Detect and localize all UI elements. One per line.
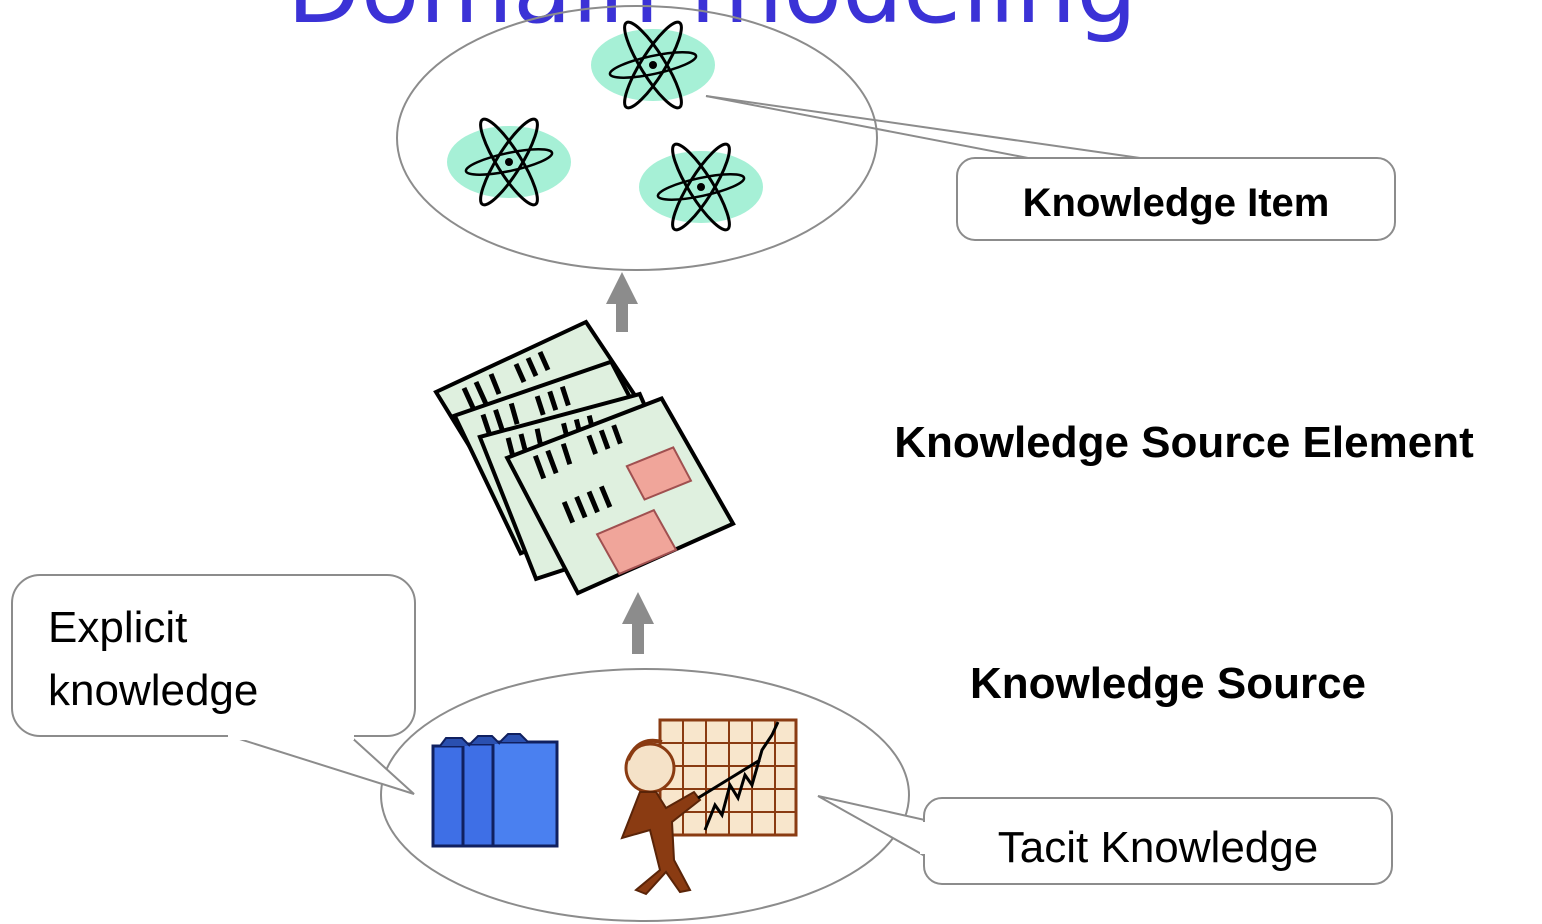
atom-icon [637, 136, 765, 238]
slide-title: Domain modeling [287, 0, 1137, 45]
newspaper-stack-icon [436, 322, 741, 605]
tacit-knowledge-label: Tacit Knowledge [998, 823, 1318, 872]
knowledge-source-group [380, 668, 910, 922]
explicit-knowledge-callout: Explicit knowledge [11, 574, 416, 795]
atom-icon [445, 111, 573, 213]
knowledge-item-ellipse [396, 5, 878, 271]
tacit-knowledge-callout: Tacit Knowledge [817, 795, 1393, 885]
explicit-knowledge-line1: Explicit [48, 603, 187, 652]
knowledge-item-group [396, 5, 878, 271]
knowledge-source-label: Knowledge Source [970, 659, 1366, 708]
knowledge-item-label: Knowledge Item [1023, 181, 1330, 225]
presenter-chart-icon [620, 718, 798, 896]
arrow-up-icon [622, 592, 654, 654]
arrow-up-icon [606, 272, 638, 332]
knowledge-source-element-label: Knowledge Source Element [894, 418, 1474, 467]
knowledge-source-ellipse [380, 668, 910, 922]
binders-icon [431, 733, 559, 848]
explicit-knowledge-label: Explicit knowledge [48, 603, 258, 715]
knowledge-item-callout: Knowledge Item [705, 95, 1396, 241]
explicit-knowledge-line2: knowledge [48, 666, 258, 715]
